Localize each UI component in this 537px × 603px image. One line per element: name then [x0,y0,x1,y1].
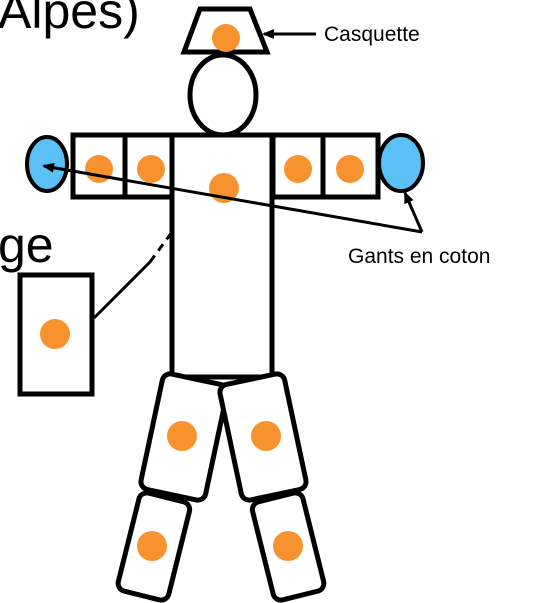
phone-sensor-dot [40,319,70,349]
left-upper-arm-sensor-dot [137,155,165,183]
right-glove [379,135,423,191]
right-upper-arm-sensor-dot [284,155,312,183]
cap-label: Casquette [324,23,420,46]
left-fragment-text: ge [0,217,54,273]
head [190,55,256,135]
gloves-label: Gants en coton [348,245,490,268]
title-fragment-text: Alpes) [0,0,140,39]
cap [184,9,267,52]
right-forearm-sensor-dot [336,155,364,183]
phone-device [20,275,92,394]
right-leg [218,372,325,601]
left-shin-sensor-dot [137,531,167,561]
left-leg [116,372,228,601]
torso-shape [172,135,272,377]
right-arm [273,135,378,197]
right-thigh-sensor-dot [251,421,281,451]
cap-sensor-dot [212,24,240,52]
left-thigh-sensor-dot [167,421,197,451]
device-connector-dashed [150,232,172,262]
left-glove [27,137,67,191]
torso [172,135,272,377]
right-shin-sensor-dot [273,531,303,561]
device-connector-line [94,262,150,318]
right-glove-arrow [405,193,422,232]
